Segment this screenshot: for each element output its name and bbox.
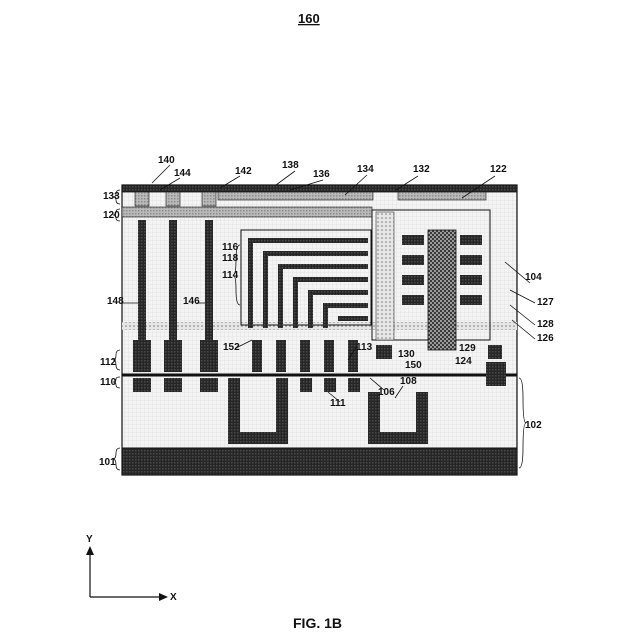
label-113: 113 — [356, 342, 373, 353]
label-106: 106 — [378, 387, 395, 398]
label-144: 144 — [174, 168, 191, 179]
axis-label-y: Y — [86, 534, 93, 545]
label-127: 127 — [537, 297, 554, 308]
axis-label-x: X — [170, 592, 177, 603]
label-114: 114 — [222, 270, 239, 281]
label-122: 122 — [490, 164, 507, 175]
label-150: 150 — [405, 360, 422, 371]
cap-layer-133 — [122, 185, 517, 192]
label-112: 112 — [100, 357, 117, 368]
left-contact-pillars — [133, 192, 218, 392]
layer-136 — [218, 192, 373, 200]
substrate-layer-101 — [122, 448, 517, 475]
label-146: 146 — [183, 296, 200, 307]
layer-122 — [398, 192, 486, 200]
label-142: 142 — [235, 166, 252, 177]
label-129: 129 — [459, 343, 476, 354]
label-133: 133 — [103, 191, 120, 202]
label-130: 130 — [398, 349, 415, 360]
label-128: 128 — [537, 319, 554, 330]
figure-caption: FIG. 1B — [293, 615, 342, 631]
figure-number: 160 — [298, 11, 320, 26]
dotted-band — [122, 322, 517, 330]
label-102: 102 — [525, 420, 542, 431]
label-116: 116 — [222, 242, 239, 253]
label-148: 148 — [107, 296, 124, 307]
label-120: 120 — [103, 210, 120, 221]
layer-120 — [122, 207, 372, 217]
label-138: 138 — [282, 160, 299, 171]
label-124: 124 — [455, 356, 472, 367]
label-108: 108 — [400, 376, 417, 387]
label-111: 111 — [330, 398, 346, 409]
axis-indicator — [86, 546, 168, 601]
label-134: 134 — [357, 164, 374, 175]
label-132: 132 — [413, 164, 430, 175]
label-140: 140 — [158, 155, 175, 166]
label-136: 136 — [313, 169, 330, 180]
label-126: 126 — [537, 333, 554, 344]
